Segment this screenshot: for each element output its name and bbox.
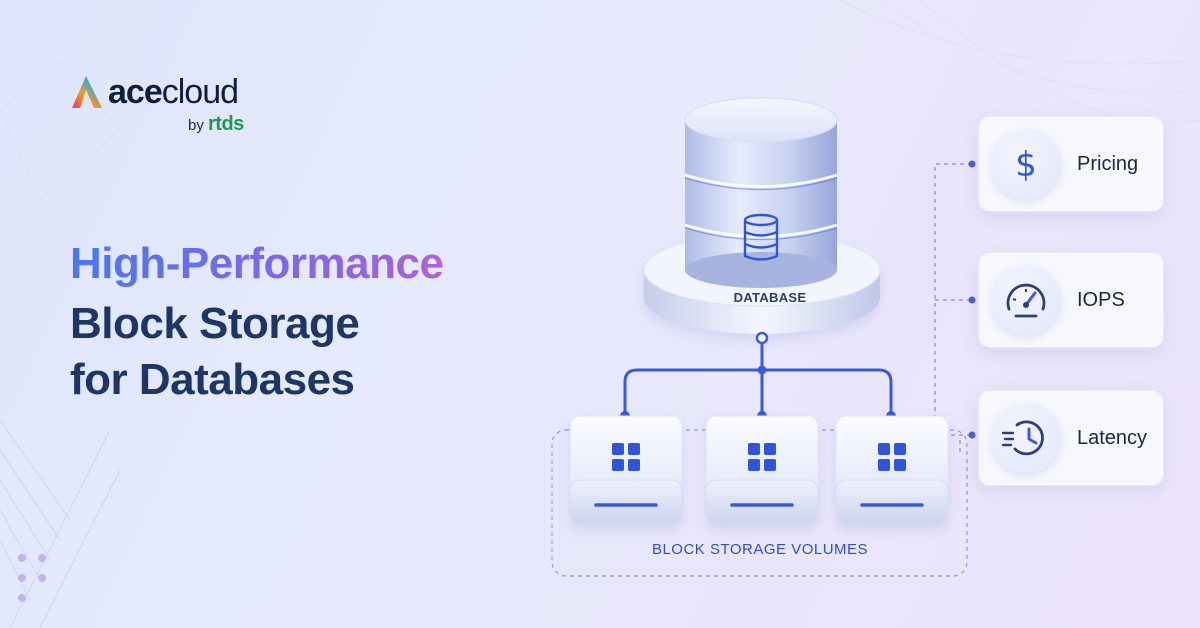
headline-line-3: for Databases [70, 355, 355, 404]
logo-by-text: by [188, 117, 204, 134]
volume-3 [835, 415, 949, 525]
storage-diagram: DATABASE BLOCK STORAGE VOLUMES $ Pricing… [540, 80, 1200, 600]
grid-icon [612, 443, 640, 471]
logo-ace-text: ace [108, 73, 163, 111]
database-stack-icon [743, 213, 779, 261]
dollar-icon: $ [991, 129, 1061, 199]
feature-connectors [934, 163, 972, 456]
connector-dot [968, 160, 976, 168]
feature-card-iops[interactable]: IOPS [978, 252, 1164, 348]
database-cylinder [684, 97, 838, 288]
logo-brand-text: rtds [208, 113, 244, 135]
database-label: DATABASE [733, 290, 807, 305]
clock-icon [991, 403, 1061, 473]
block-storage-label: BLOCK STORAGE VOLUMES [651, 541, 869, 558]
connector-dot [968, 431, 976, 439]
headline: High-Performance Block Storage for Datab… [70, 236, 590, 408]
acecloud-logo[interactable]: acecloud by rtds [70, 70, 290, 140]
feature-label-latency: Latency [1077, 427, 1148, 449]
grid-icon [878, 443, 906, 471]
feature-card-latency[interactable]: Latency [978, 390, 1164, 486]
connector-dot [968, 296, 976, 304]
acecloud-logo-mark-icon [72, 76, 102, 108]
volume-2 [705, 415, 819, 525]
feature-label-iops: IOPS [1077, 289, 1125, 311]
svg-text:$: $ [1015, 145, 1037, 185]
headline-line-1: High-Performance [70, 236, 590, 292]
gauge-icon [991, 265, 1061, 335]
grid-icon [748, 443, 776, 471]
headline-line-2: Block Storage [70, 299, 360, 348]
logo-wordmark: acecloud [108, 72, 239, 112]
logo-byline: by rtds [188, 114, 244, 136]
feature-card-pricing[interactable]: $ Pricing [978, 116, 1164, 212]
feature-label-pricing: Pricing [1077, 153, 1139, 175]
volume-1 [569, 415, 683, 525]
diagram-graphics [551, 97, 976, 577]
connection-lines [623, 338, 893, 416]
logo-cloud-text: cloud [161, 73, 239, 111]
